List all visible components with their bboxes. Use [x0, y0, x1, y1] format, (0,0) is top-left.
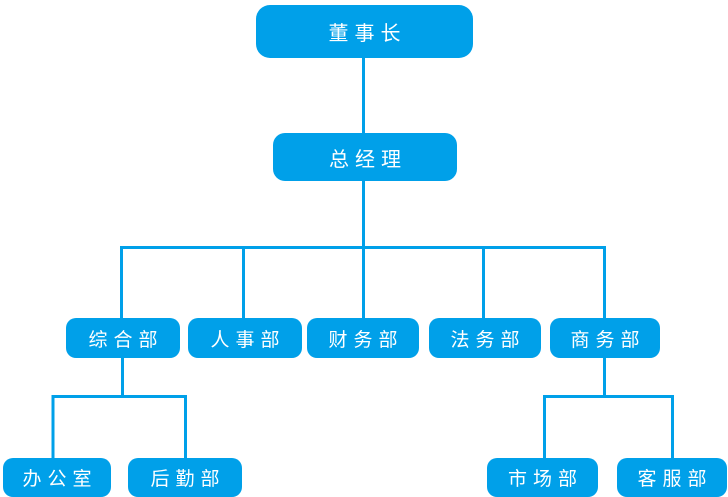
node-general-manager[interactable]: 总经理: [273, 133, 457, 181]
node-hr-dept[interactable]: 人事部: [188, 318, 302, 358]
node-general-affairs-dept[interactable]: 综合部: [66, 318, 180, 358]
node-marketing-dept[interactable]: 市场部: [487, 458, 598, 497]
node-legal-dept[interactable]: 法务部: [429, 318, 541, 358]
node-finance-dept[interactable]: 财务部: [307, 318, 419, 358]
node-customer-service-dept[interactable]: 客服部: [617, 458, 727, 497]
node-business-dept[interactable]: 商务部: [550, 318, 660, 358]
node-office[interactable]: 办公室: [3, 458, 111, 497]
node-chairman[interactable]: 董事长: [256, 5, 473, 58]
node-logistics-dept[interactable]: 后勤部: [128, 458, 242, 497]
